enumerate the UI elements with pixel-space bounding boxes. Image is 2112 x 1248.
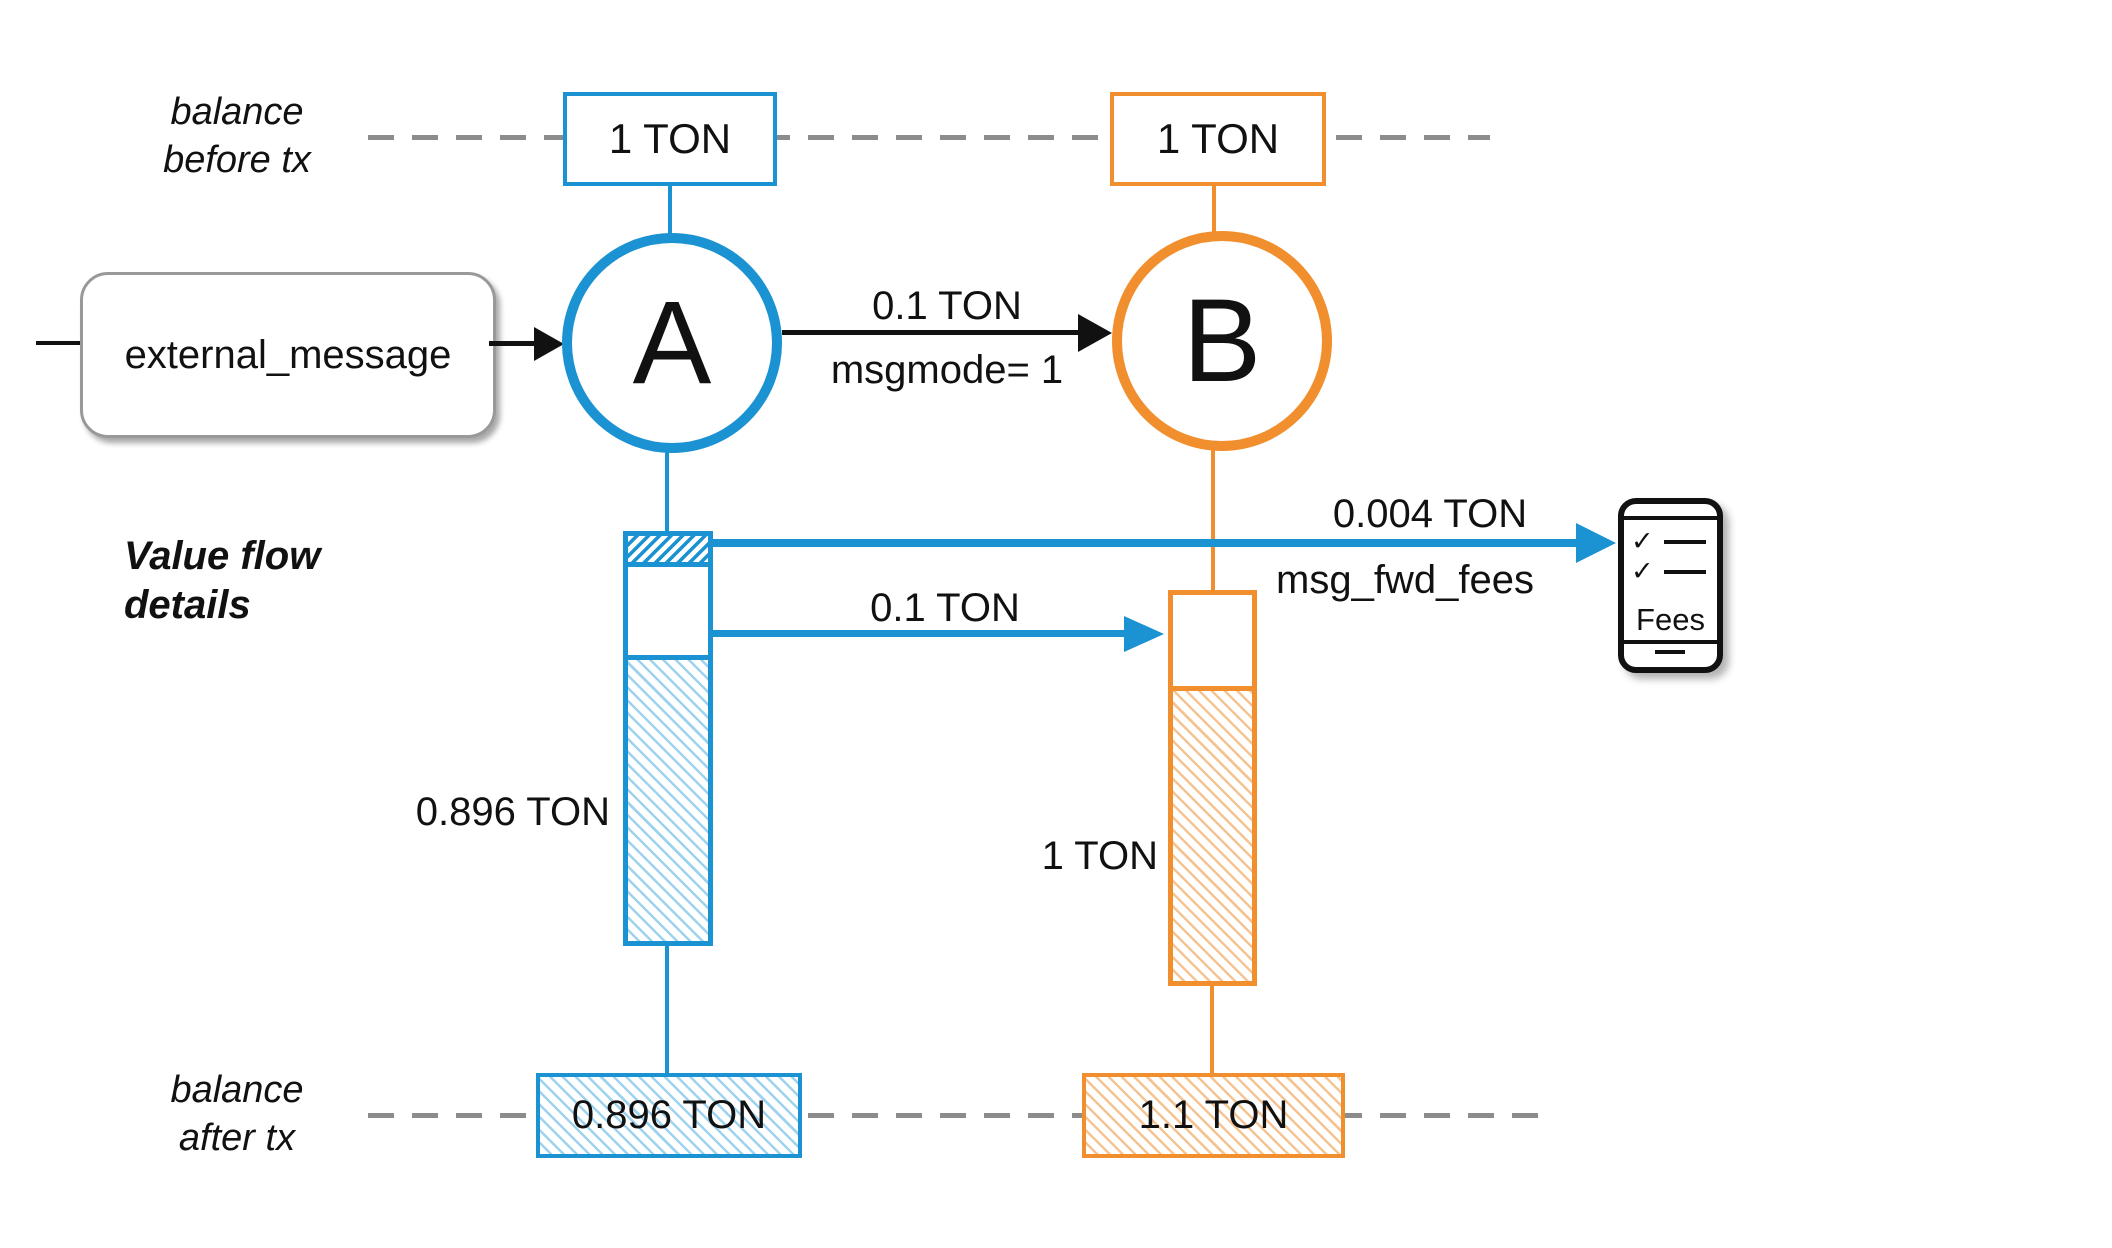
fees-icon-home-dash: [1655, 650, 1685, 654]
contract-b-remaining-segment: [1173, 691, 1252, 981]
fees-icon-label: Fees: [1636, 602, 1705, 637]
fwd-fee-name-label: msg_fwd_fees: [1276, 558, 1534, 602]
balance-after-label-line2: after tx: [178, 1117, 296, 1159]
balance-after-box-a: 0.896 TON: [536, 1073, 802, 1158]
fees-receipt-icon: ✓ ✓ Fees: [1618, 498, 1723, 673]
contract-b-bottom-connector: [1210, 984, 1214, 1074]
contract-a-remaining-label: 0.896 TON: [415, 790, 610, 834]
contract-b-received-segment: [1173, 595, 1252, 691]
balance-before-label-line2: before tx: [163, 139, 311, 181]
contract-b-letter: B: [1182, 275, 1262, 407]
contract-a-sent-segment: [628, 562, 708, 660]
fees-icon-bottom-line: [1624, 640, 1717, 644]
balance-after-value-b: 1.1 TON: [1138, 1093, 1289, 1137]
fees-icon-check2-icon: ✓: [1631, 556, 1654, 586]
balance-after-box-b: 1.1 TON: [1082, 1073, 1345, 1158]
fees-icon-item-line2: [1664, 570, 1706, 574]
contract-a-bar-connector: [665, 450, 669, 532]
message-a-to-b-arrowhead-icon: [1078, 314, 1112, 352]
contract-a-bottom-connector: [665, 944, 669, 1074]
balance-before-box-b: 1 TON: [1110, 92, 1326, 186]
contract-b-remaining-label: 1 TON: [1041, 834, 1158, 878]
contract-a-fee-segment: [628, 536, 708, 562]
balance-after-label-line1: balance: [170, 1069, 304, 1111]
contract-b-value-bar: [1168, 590, 1257, 986]
balance-before-label-line1: balance: [170, 91, 304, 133]
balance-before-value-b: 1 TON: [1156, 115, 1280, 162]
external-message-arrow-line: [489, 341, 538, 346]
fwd-fee-arrowhead-icon: [1576, 523, 1616, 563]
contract-a-circle: A: [562, 233, 782, 453]
fwd-fee-arrow-line: [713, 539, 1580, 547]
value-flow-heading-line2: details: [124, 583, 251, 627]
contract-a-top-connector: [668, 184, 672, 234]
value-transfer-amount-label: 0.1 TON: [870, 586, 1020, 630]
external-message-label: external_message: [124, 332, 452, 377]
contract-b-top-connector: [1212, 184, 1216, 232]
message-a-to-b-arrow-line: [782, 330, 1082, 335]
value-flow-heading: Value flow details: [124, 532, 320, 630]
message-mode-label: msgmode= 1: [830, 348, 1064, 392]
contract-b-circle: B: [1112, 231, 1332, 451]
balance-before-dashed-line: [368, 135, 1490, 140]
balance-before-value-a: 1 TON: [608, 115, 732, 162]
contract-b-bar-connector: [1211, 448, 1215, 592]
fees-icon-check1-icon: ✓: [1631, 526, 1654, 556]
value-transfer-arrowhead-icon: [1124, 616, 1164, 652]
balance-after-dashed-line: [368, 1113, 1540, 1118]
fees-icon-top-line: [1624, 516, 1717, 520]
value-flow-heading-line1: Value flow: [124, 534, 321, 578]
fees-icon-item-line1: [1664, 540, 1706, 544]
balance-before-label: balance before tx: [112, 88, 362, 184]
balance-before-box-a: 1 TON: [563, 92, 777, 186]
contract-a-value-bar: [623, 531, 713, 946]
contract-a-remaining-segment: [628, 660, 708, 941]
balance-after-value-a: 0.896 TON: [571, 1093, 767, 1137]
fwd-fee-amount-label: 0.004 TON: [1332, 492, 1528, 536]
balance-after-label: balance after tx: [112, 1066, 362, 1162]
contract-a-letter: A: [632, 277, 712, 409]
external-message-stub-line: [36, 341, 80, 345]
external-message-box: external_message: [80, 272, 496, 438]
value-transfer-arrow-line: [713, 630, 1128, 637]
external-message-arrowhead-icon: [534, 327, 564, 361]
message-amount-label: 0.1 TON: [872, 284, 1022, 328]
